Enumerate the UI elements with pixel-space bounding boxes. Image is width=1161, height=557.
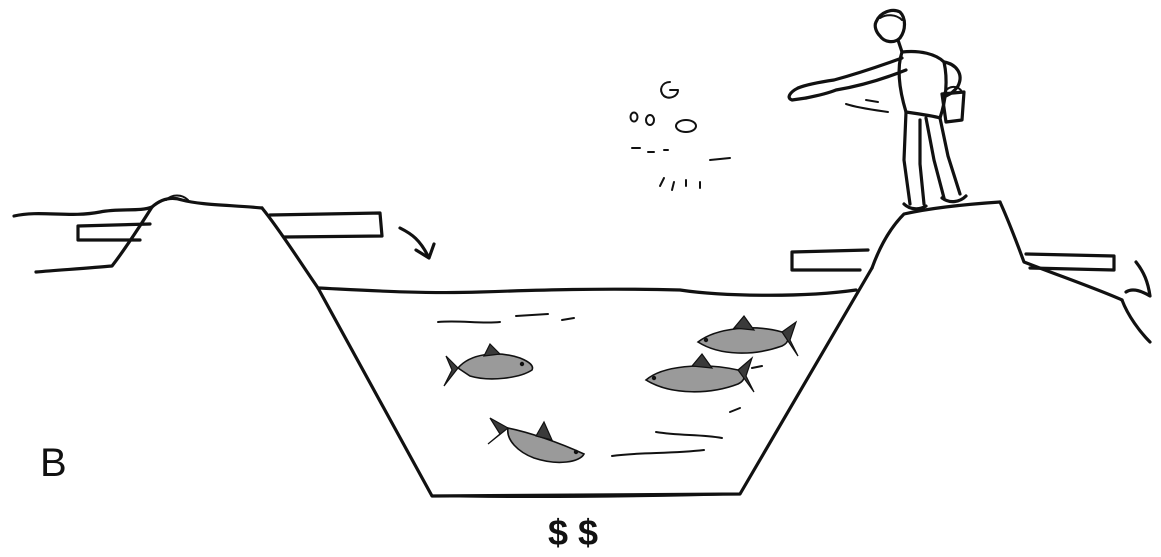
panel-label: B bbox=[40, 441, 67, 485]
fish-icon-4 bbox=[696, 315, 799, 357]
left-dike bbox=[12, 194, 320, 290]
water-flow-arrow-icon bbox=[398, 226, 436, 260]
water-ripples bbox=[437, 313, 763, 457]
feed-pellets-icon bbox=[629, 81, 731, 191]
pond-basin bbox=[316, 266, 874, 499]
fish-icon-2 bbox=[487, 417, 586, 464]
fish-icon-3 bbox=[644, 353, 755, 393]
money-label: $ $ bbox=[548, 512, 598, 553]
inlet-pipe bbox=[76, 211, 384, 242]
fish-icon-1 bbox=[443, 342, 534, 387]
outlet-pipe bbox=[790, 248, 1152, 298]
right-dike bbox=[870, 200, 1152, 344]
person-feeding-icon bbox=[787, 8, 968, 211]
